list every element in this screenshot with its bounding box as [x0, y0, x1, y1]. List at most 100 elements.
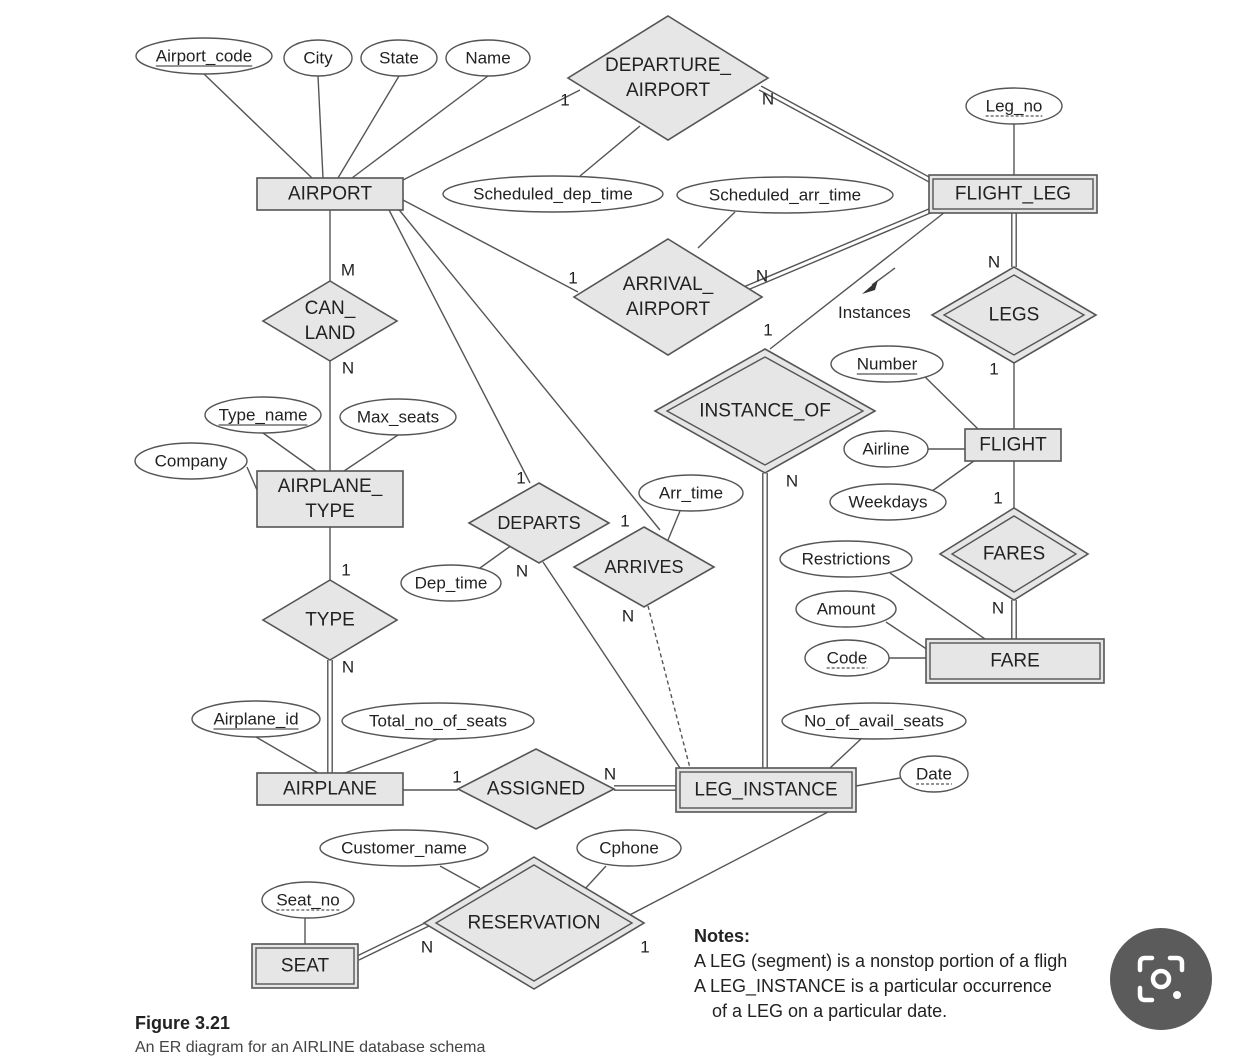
connector-line — [395, 205, 661, 531]
connector-line — [479, 544, 513, 569]
connector-line — [337, 75, 400, 179]
figure-label: Figure 3.21 — [135, 1013, 231, 1033]
cardinality-inst-of-n: N — [786, 472, 798, 491]
entity-inner-box — [255, 947, 355, 985]
relationship-diamond — [653, 348, 877, 474]
connector-line — [760, 85, 932, 179]
attribute-ellipse — [676, 176, 894, 214]
relationship-diamond — [572, 238, 764, 356]
connector-line — [697, 211, 736, 249]
attribute-number: Number — [830, 345, 944, 383]
entity-box — [256, 470, 404, 528]
instances-annotation: Instances — [838, 267, 911, 322]
entity-label-line-1: AIRPLANE_ — [278, 476, 383, 497]
entity-label: AIRPORT — [288, 184, 373, 205]
attribute-city: City — [283, 39, 353, 77]
entity-box — [256, 177, 404, 211]
attribute-label: Name — [465, 49, 510, 68]
connector-line — [344, 738, 439, 774]
entity-box — [256, 772, 404, 806]
entity-fare: FARE — [925, 638, 1105, 684]
cardinality-type-n: N — [342, 658, 354, 677]
connector-line — [579, 125, 641, 177]
attribute-label: Airline — [862, 440, 909, 459]
relationship-diamond — [261, 579, 399, 661]
relationship-label: TYPE — [305, 610, 355, 631]
attribute-date: Date — [899, 755, 969, 793]
relationship-can-land: CAN_LAND — [261, 280, 399, 362]
attribute-state: State — [360, 39, 438, 77]
relationship-fares: FARES — [938, 507, 1090, 601]
attribute-label: Scheduled_dep_time — [473, 185, 633, 204]
attribute-label: Total_no_of_seats — [369, 712, 507, 731]
connector-line — [356, 921, 428, 957]
attribute-ellipse — [830, 345, 944, 383]
cardinality-reservation-1: 1 — [640, 938, 649, 957]
connector-line — [769, 211, 946, 350]
attribute-customer-name: Customer_name — [319, 829, 489, 867]
attribute-ellipse — [781, 702, 967, 740]
connector-line — [758, 89, 930, 183]
connector-line — [927, 457, 979, 495]
attribute-label: City — [303, 49, 333, 68]
attribute-label: Dep_time — [415, 574, 488, 593]
cardinality-reservation-n: N — [421, 938, 433, 957]
connector-line — [402, 199, 579, 293]
relationship-arrival-airport: ARRIVAL_AIRPORT — [572, 238, 764, 356]
cardinality-dep-ap-1: 1 — [560, 91, 569, 110]
attribute-label: Weekdays — [848, 493, 927, 512]
connector-line — [919, 371, 979, 430]
relationship-inner-diamond — [434, 864, 634, 982]
cardinality-arr-ap-n: N — [756, 267, 768, 286]
entity-flight: FLIGHT — [964, 428, 1062, 462]
attribute-total-seats: Total_no_of_seats — [341, 702, 535, 740]
connector-line — [343, 434, 399, 472]
relationship-arrives: ARRIVES — [572, 526, 716, 608]
relationship-diamond — [566, 15, 770, 141]
relationship-diamond — [456, 748, 616, 830]
attribute-label: Restrictions — [802, 550, 891, 569]
instances-label: Instances — [838, 303, 911, 322]
attribute-ellipse — [204, 396, 322, 434]
attribute-dep-time: Dep_time — [400, 564, 502, 602]
relationship-label: FARES — [983, 544, 1045, 565]
cardinality-assigned-n: N — [604, 765, 616, 784]
attribute-name: Name — [445, 39, 531, 77]
cardinality-fares-n: N — [992, 599, 1004, 618]
attribute-ellipse — [445, 39, 531, 77]
attribute-weekdays: Weekdays — [829, 483, 947, 521]
attribute-label: Max_seats — [357, 408, 439, 427]
entity-label: FLIGHT — [979, 435, 1047, 456]
attribute-label: Scheduled_arr_time — [709, 186, 861, 205]
cardinality-assigned-1: 1 — [452, 768, 461, 787]
connector-line — [203, 73, 313, 179]
entity-box — [251, 943, 359, 989]
entity-label: FARE — [990, 651, 1040, 672]
attribute-sched-arr: Scheduled_arr_time — [676, 176, 894, 214]
relationship-label: INSTANCE_OF — [699, 401, 831, 422]
relationship-diamond — [572, 526, 716, 608]
cardinality-legs-n: N — [988, 253, 1000, 272]
attribute-seat-no: Seat_no — [261, 881, 355, 919]
attribute-leg-no: Leg_no — [965, 87, 1063, 125]
relationship-instance-of: INSTANCE_OF — [653, 348, 877, 474]
attribute-label: Number — [857, 355, 918, 374]
diagram-nodes: AIRPORT FLIGHT_LEG AIRPLANE_ TYPE FLIGHT FARE… — [134, 15, 1105, 990]
attribute-label: Amount — [817, 600, 876, 619]
connector-lines — [203, 73, 1017, 961]
attribute-ellipse — [843, 430, 929, 468]
attribute-cphone: Cphone — [576, 829, 682, 867]
lens-button[interactable] — [1110, 928, 1212, 1030]
attribute-label: Cphone — [599, 839, 659, 858]
connector-line — [351, 75, 489, 179]
entity-label: FLIGHT_LEG — [955, 184, 1071, 205]
relationship-departs: DEPARTS — [467, 482, 611, 564]
notes-line-1: A LEG (segment) is a nonstop portion of … — [694, 951, 1068, 971]
attribute-label: Airplane_id — [213, 710, 298, 729]
cardinality-departs-1: 1 — [516, 469, 525, 488]
attribute-label: Date — [916, 765, 952, 784]
attribute-label: Airport_code — [156, 47, 252, 66]
connector-line — [742, 211, 934, 293]
